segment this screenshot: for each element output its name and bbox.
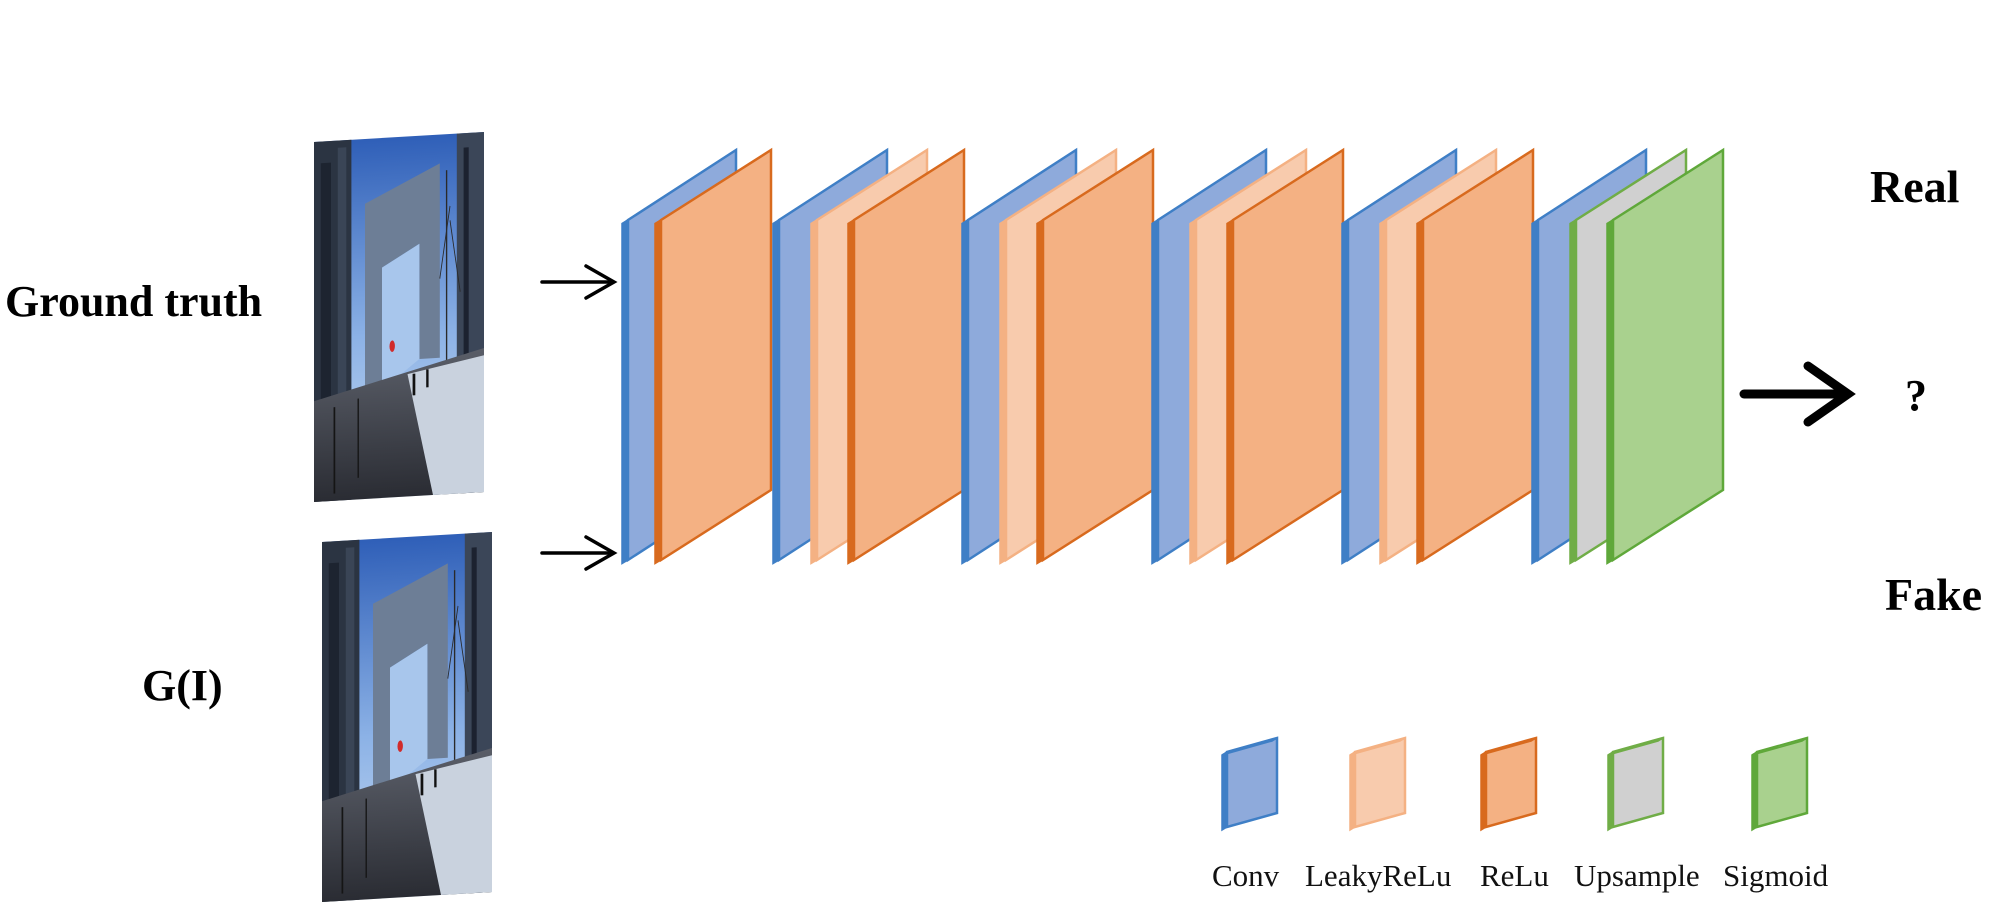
legend-relu-icon [1480, 736, 1538, 832]
legend-icons [1221, 736, 1809, 832]
legend-conv-label: Conv [1212, 858, 1280, 893]
layer-4-relu [1226, 147, 1345, 565]
input-arrow-top [540, 264, 618, 300]
ground-truth-photo [312, 130, 486, 504]
layer-3-relu [1036, 147, 1155, 565]
legend-sigmoid-label: Sigmoid [1723, 858, 1829, 893]
network-layers [621, 147, 1725, 565]
output-question-label: ? [1905, 371, 1927, 420]
legend-sigmoid-icon [1751, 736, 1809, 832]
input-arrow-bottom [540, 535, 618, 571]
layer-1-relu [654, 147, 773, 565]
ground-truth-label: Ground truth [5, 277, 263, 326]
fake-label: Fake [1885, 569, 1983, 620]
legend-upsample-icon [1607, 736, 1665, 832]
legend-leaky-label: LeakyReLu [1305, 858, 1452, 893]
legend-relu-label: ReLu [1480, 858, 1549, 893]
layer-6-sigmoid [1606, 147, 1725, 565]
layer-2-relu [847, 147, 966, 565]
generated-label: G(I) [142, 661, 223, 710]
legend-upsample-label: Upsample [1574, 858, 1700, 893]
real-label: Real [1870, 161, 1960, 212]
legend-conv-icon [1221, 736, 1279, 832]
layer-5-relu [1416, 147, 1535, 565]
legend-leaky-icon [1349, 736, 1407, 832]
input-photos [312, 130, 494, 903]
output-arrow [1739, 361, 1856, 427]
generated-photo [320, 530, 494, 903]
